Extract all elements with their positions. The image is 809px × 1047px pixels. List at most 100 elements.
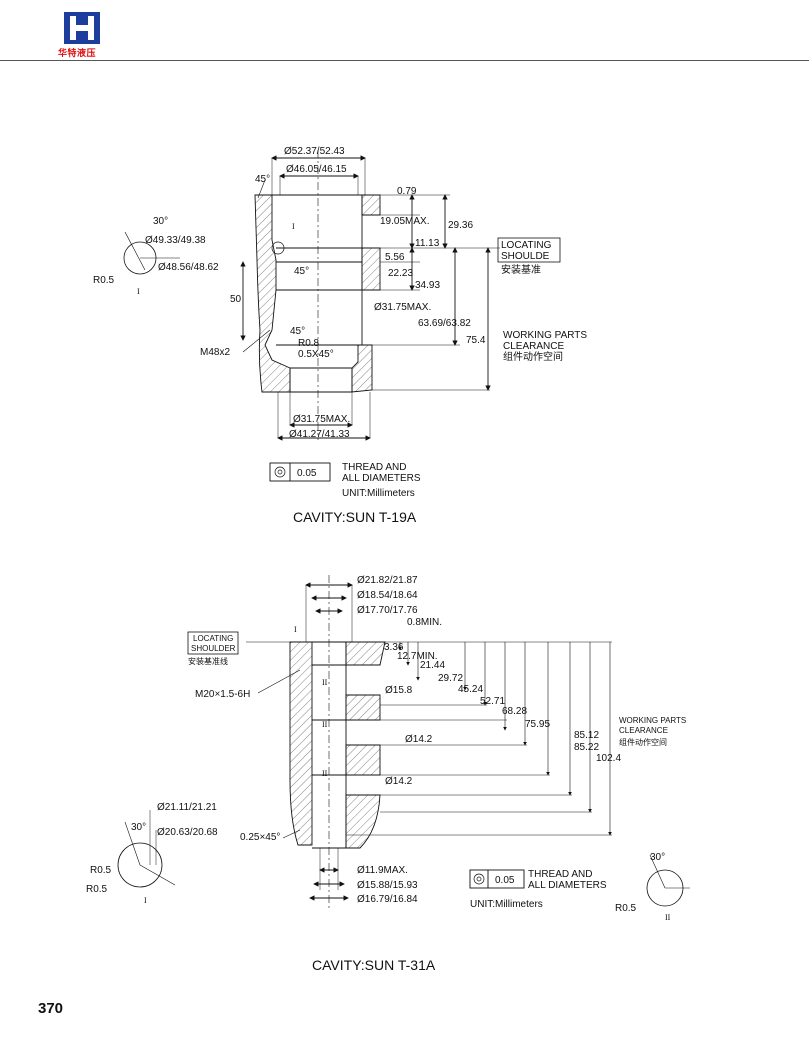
- t19a-working-1: WORKING PARTS: [503, 330, 587, 341]
- t19a-dim-6369: 63.69/63.82: [418, 318, 471, 329]
- t19a-tol-note-2: ALL DIAMETERS: [342, 473, 421, 484]
- t31a-dim-thread: M20×1.5-6H: [195, 689, 250, 700]
- t31a-det2-ang: 30°: [650, 852, 665, 863]
- t31a-dim-336: 3.36: [384, 642, 404, 653]
- t31a-dim-4524: 45.24: [458, 684, 483, 695]
- t19a-labels: Ø52.37/52.43 Ø46.05/46.15 45° 0.79 19.05…: [93, 146, 587, 525]
- t19a-det-d1: Ø49.33/49.38: [145, 235, 206, 246]
- t19a-right-wall: [361, 194, 381, 216]
- t19a-dim-4127: Ø41.27/41.33: [289, 429, 350, 440]
- t31a-dim-d3: Ø17.70/17.76: [357, 605, 418, 616]
- t19a-dim-1905: 19.05MAX.: [380, 216, 429, 227]
- t31a-right-wall-4: [345, 794, 381, 849]
- t19a-locating-2: SHOULDE: [501, 251, 550, 262]
- t31a-det1-d2: Ø20.63/20.68: [157, 827, 218, 838]
- t31a-dim-d2: Ø18.54/18.64: [357, 590, 418, 601]
- t31a-title: CAVITY:SUN T-31A: [312, 957, 436, 973]
- t31a-det1-d1: Ø21.11/21.21: [157, 802, 217, 813]
- t31a-marker-1: I: [294, 625, 297, 634]
- t31a-dim-08: 0.8MIN.: [407, 617, 442, 628]
- t19a-locating-3: 安装基准: [501, 263, 541, 276]
- t31a-locating-1: LOCATING: [193, 634, 233, 643]
- t19a-dim-r08: R0.8: [298, 338, 320, 349]
- t19a-dim-45a: 45°: [294, 266, 309, 277]
- t19a-dim-thread: M48x2: [200, 347, 230, 358]
- t19a-dim-3175a: Ø31.75MAX.: [374, 302, 431, 313]
- t31a-det2-r: R0.5: [615, 903, 637, 914]
- t19a-unit: UNIT:Millimeters: [342, 488, 415, 499]
- t31a-marker-2: II: [322, 678, 328, 687]
- t19a-dim-3493: 34.93: [415, 280, 440, 291]
- cavity-t19a: [123, 150, 500, 482]
- page-number: 370: [38, 1000, 64, 1017]
- t31a-marker-3: II: [322, 720, 328, 729]
- t19a-det-label: I: [137, 287, 140, 296]
- t31a-det1-ang: 30°: [131, 822, 146, 833]
- t31a-labels: Ø21.82/21.87 Ø18.54/18.64 Ø17.70/17.76 0…: [86, 575, 686, 973]
- t19a-right-wall-3: [351, 344, 373, 393]
- t19a-locating-box: [497, 237, 561, 263]
- t31a-dim-1024: 102.4: [596, 753, 621, 764]
- t31a-dim-119: Ø11.9MAX.: [357, 865, 408, 876]
- t31a-right-wall-3: [345, 744, 381, 776]
- t19a-dim-45b: 45°: [290, 326, 305, 337]
- t31a-dim-d1: Ø21.82/21.87: [357, 575, 418, 586]
- t19a-locating-1: LOCATING: [501, 240, 552, 251]
- t31a-marker-4: II: [322, 769, 328, 778]
- t19a-dim-2936: 29.36: [448, 220, 473, 231]
- logo-text: 华特液压: [58, 48, 97, 58]
- company-logo: 华特液压: [58, 8, 110, 60]
- t31a-dim-7595: 75.95: [525, 719, 550, 730]
- t31a-dim-2144: 21.44: [420, 660, 445, 671]
- t19a-dim-079: 0.79: [397, 186, 417, 197]
- t31a-unit: UNIT:Millimeters: [470, 899, 543, 910]
- t31a-dim-1679: Ø16.79/16.84: [357, 894, 418, 905]
- cavity-t31a: [117, 575, 690, 910]
- t31a-det1-r2: R0.5: [86, 884, 108, 895]
- t31a-working-2: CLEARANCE: [619, 726, 668, 735]
- t31a-dim-158: Ø15.8: [385, 685, 413, 696]
- t31a-tol-note-2: ALL DIAMETERS: [528, 880, 607, 891]
- t31a-dim-127: 12.7MIN.: [397, 651, 438, 662]
- t31a-dim-6828: 68.28: [502, 706, 527, 717]
- t31a-tol-note-1: THREAD AND: [528, 869, 592, 880]
- t19a-tol-value: 0.05: [297, 468, 317, 479]
- t19a-dim-chamfer: 0.5X45°: [298, 349, 334, 360]
- t31a-dim-2972: 29.72: [438, 673, 463, 684]
- t19a-det-r: R0.5: [93, 275, 115, 286]
- t31a-det2-label: II: [665, 913, 671, 922]
- t19a-dim-556: 5.56: [385, 252, 405, 263]
- t31a-det1-label: I: [144, 896, 147, 905]
- t31a-dim-142b: Ø14.2: [385, 776, 413, 787]
- t19a-dim-1113: 11.13: [415, 238, 440, 249]
- t31a-dim-chamfer: 0.25×45°: [240, 832, 280, 843]
- t31a-dim-1588: Ø15.88/15.93: [357, 880, 418, 891]
- t19a-working-3: 组件动作空间: [503, 350, 563, 363]
- t31a-right-wall-2: [345, 694, 381, 721]
- t31a-dim-8512: 85.12: [574, 730, 599, 741]
- t19a-tol-note-1: THREAD AND: [342, 462, 406, 473]
- t31a-working-1: WORKING PARTS: [619, 716, 686, 725]
- t19a-working-2: CLEARANCE: [503, 341, 564, 352]
- t19a-title: CAVITY:SUN T-19A: [293, 509, 417, 525]
- t31a-locating-3: 安装基准线: [188, 656, 228, 666]
- t19a-dim-d2: Ø46.05/46.15: [286, 164, 347, 175]
- logo-mark: [64, 12, 100, 44]
- t19a-left-wall: [254, 194, 291, 393]
- t19a-det-marker: I: [292, 222, 295, 231]
- t19a-dim-3175b: Ø31.75MAX.: [293, 414, 350, 425]
- t19a-dim-d1: Ø52.37/52.43: [284, 146, 345, 157]
- t19a-dim-2223: 22.23: [388, 268, 413, 279]
- t19a-dim-50: 50: [230, 294, 242, 305]
- t31a-tol-value: 0.05: [495, 875, 515, 886]
- t19a-det-ang: 30°: [153, 216, 168, 227]
- t31a-dim-142a: Ø14.2: [405, 734, 433, 745]
- t31a-locating-2: SHOULDER: [191, 644, 236, 653]
- t31a-dim-8522: 85.22: [574, 742, 599, 753]
- t31a-det1-r1: R0.5: [90, 865, 112, 876]
- t31a-right-wall: [345, 641, 386, 666]
- t31a-working-3: 组件动作空间: [619, 737, 667, 747]
- t31a-left-wall: [289, 641, 313, 846]
- t19a-det-d2: Ø48.56/48.62: [158, 262, 219, 273]
